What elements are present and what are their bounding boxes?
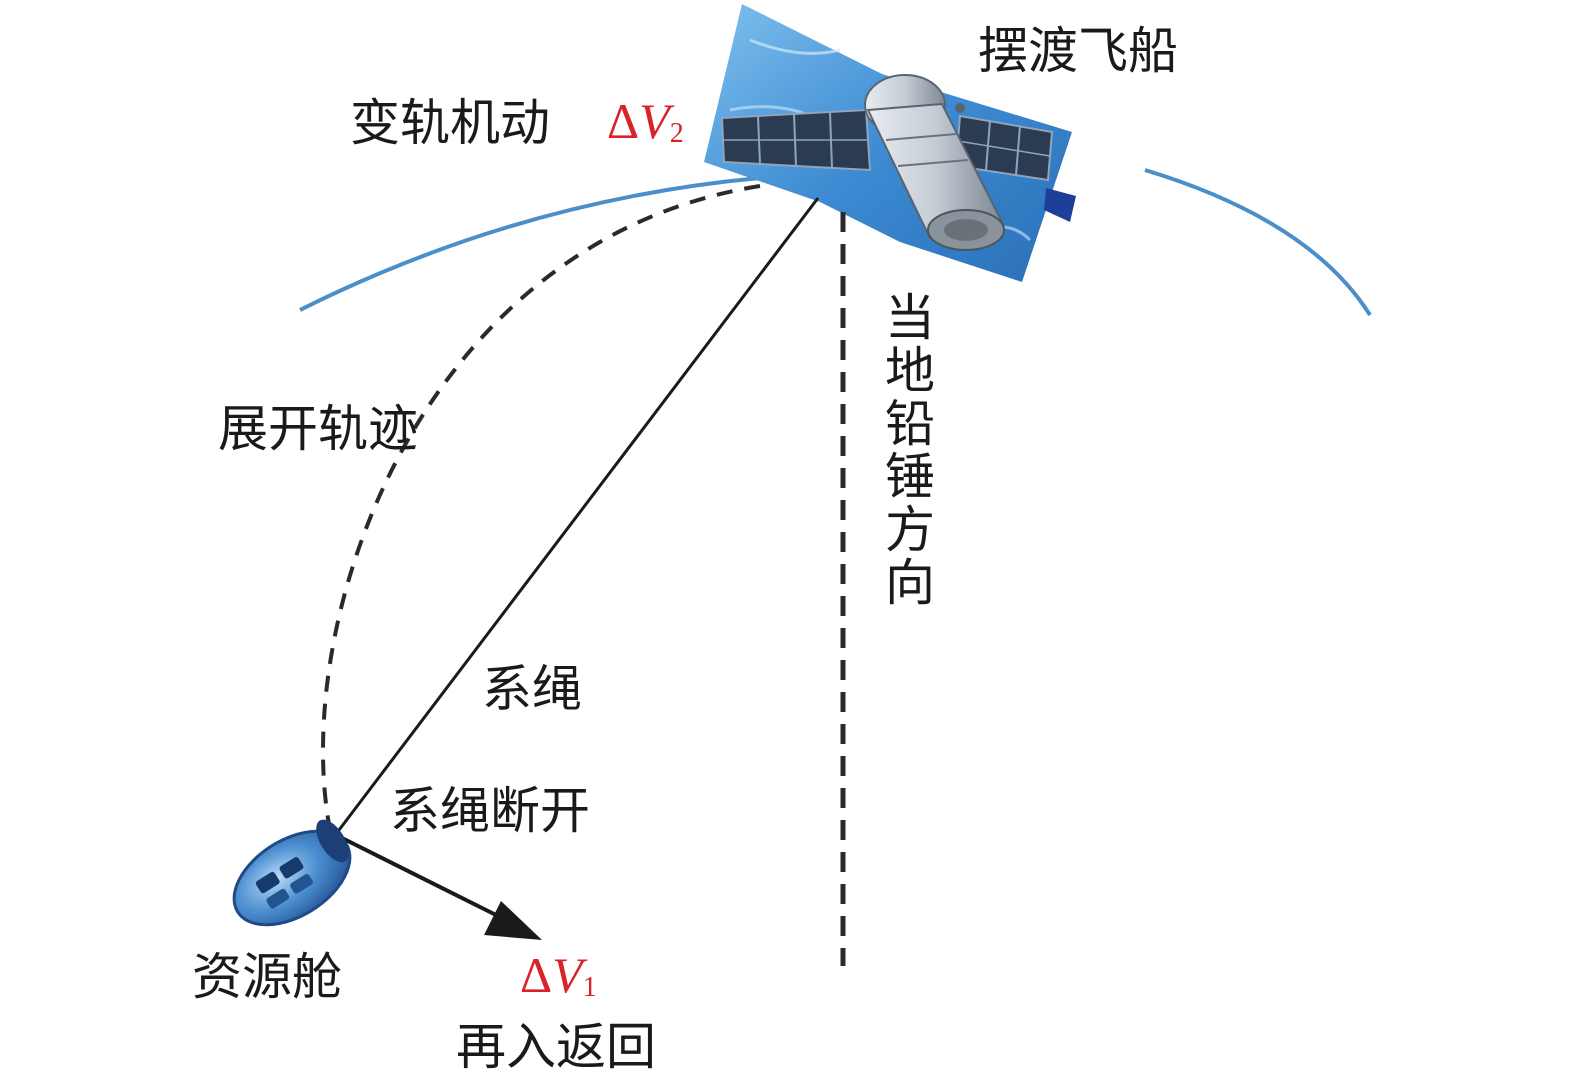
capsule-body xyxy=(864,74,1005,251)
reentry-arrowhead xyxy=(484,901,542,940)
delta-v1-label: ΔV1 xyxy=(520,947,597,1003)
reentry-return-label: 再入返回 xyxy=(456,1018,656,1076)
orbit-arc-left xyxy=(299,176,761,312)
deploy-trajectory-label: 展开轨迹 xyxy=(218,400,418,458)
tether-label: 系绳 xyxy=(482,660,582,718)
ferry-spacecraft-label: 摆渡飞船 xyxy=(978,22,1178,80)
solar-panel-icon xyxy=(954,114,1054,182)
solar-panel-icon xyxy=(720,108,872,172)
resource-capsule-icon xyxy=(232,819,352,927)
delta-v2-label: ΔV2 xyxy=(607,93,684,149)
resource-capsule-label: 资源舱 xyxy=(192,948,342,1006)
local-plumb-label: 当地铅锤方向 xyxy=(885,289,935,612)
orbit-maneuver-label: 变轨机动 xyxy=(350,94,550,152)
tether-line xyxy=(334,197,820,835)
tether-cut-label: 系绳断开 xyxy=(390,782,590,840)
spacecraft-icon xyxy=(704,4,1076,282)
orbit-arc-right xyxy=(1144,168,1372,317)
deploy-trajectory-curve xyxy=(321,184,761,831)
reentry-arrow xyxy=(337,834,499,918)
